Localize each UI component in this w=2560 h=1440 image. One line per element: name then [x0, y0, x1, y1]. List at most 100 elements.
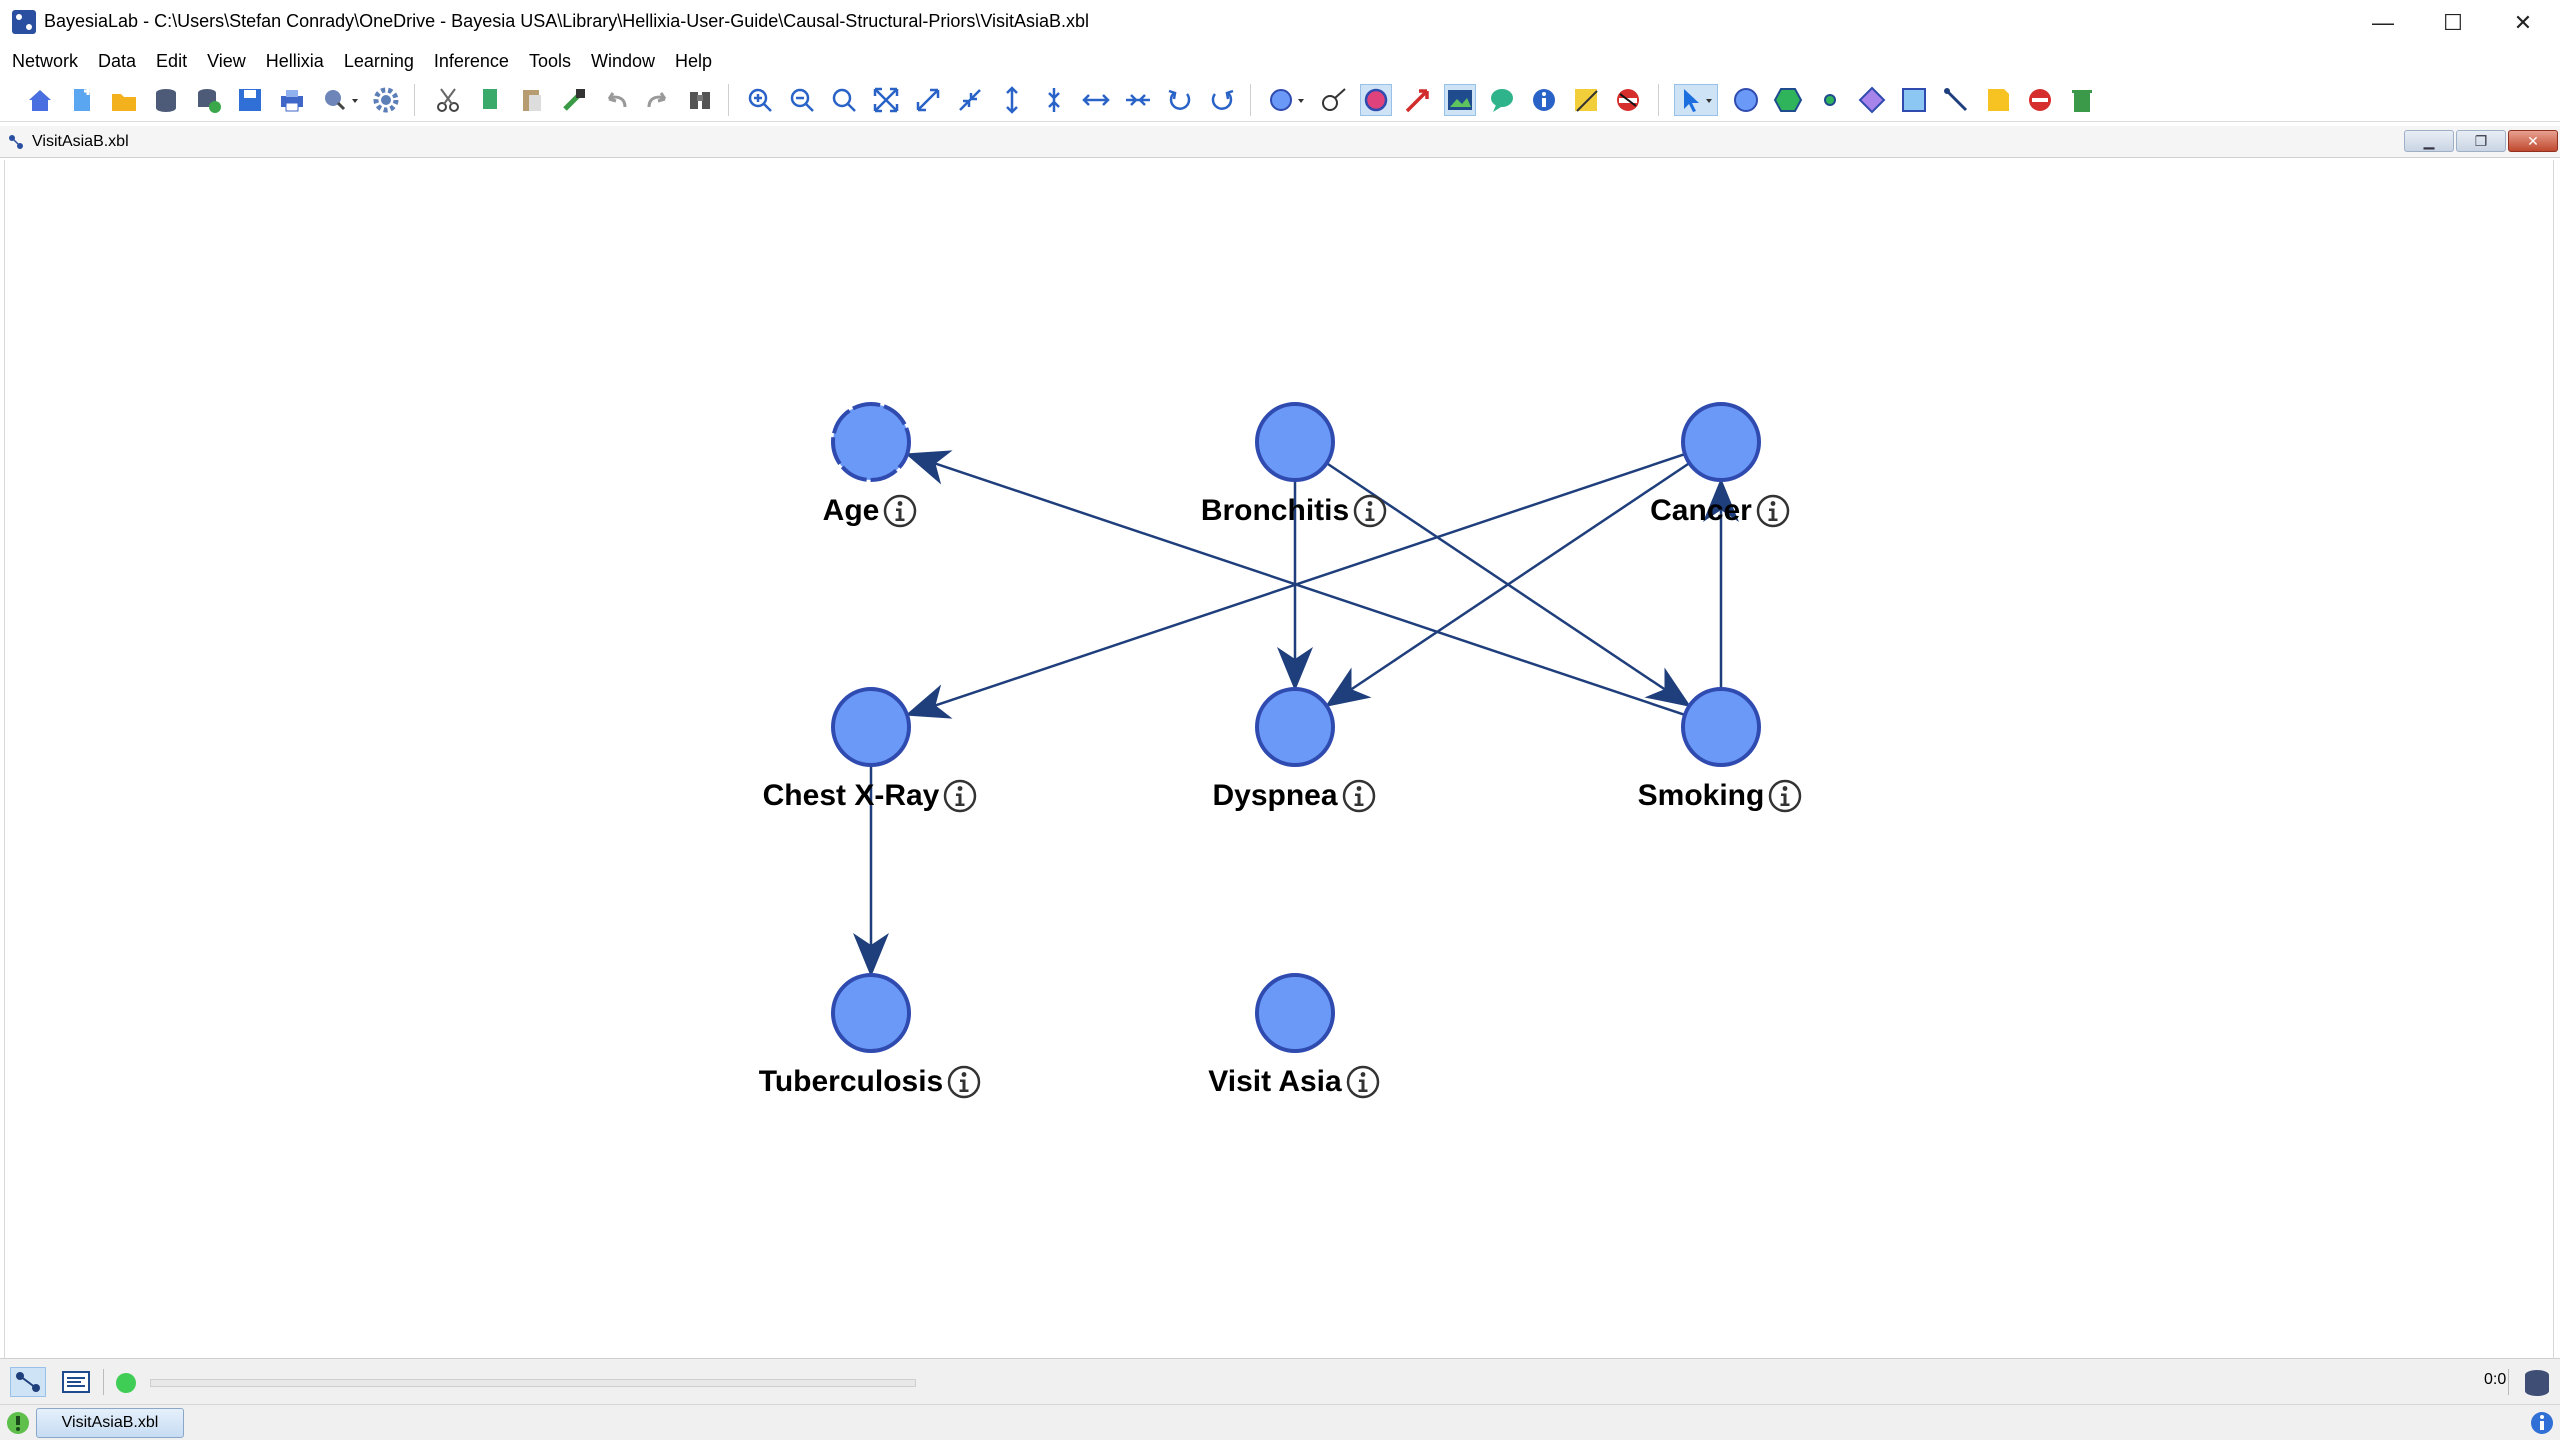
redo-icon[interactable]	[642, 84, 674, 116]
arc-cancer-to-chest-x-ray[interactable]	[905, 452, 1686, 719]
find-binoculars-icon[interactable]	[684, 84, 716, 116]
print-preview-dropdown-icon[interactable]	[318, 84, 362, 116]
home-icon[interactable]	[24, 84, 56, 116]
menu-hellixia[interactable]: Hellixia	[265, 50, 324, 71]
minimize-button[interactable]: —	[2372, 10, 2394, 35]
format-painter-icon[interactable]	[558, 84, 590, 116]
open-folder-icon[interactable]	[108, 84, 140, 116]
shrink-layout-icon[interactable]	[954, 84, 986, 116]
arc-color-icon[interactable]	[1402, 84, 1434, 116]
comment-icon[interactable]	[1486, 84, 1518, 116]
menu-tools[interactable]: Tools	[528, 50, 571, 71]
node-label-dyspnea: Dyspnea	[1212, 779, 1338, 812]
document-frame-bar: VisitAsiaB.xbl ▁ ❐ ✕	[0, 126, 2560, 158]
arc-info-icon[interactable]	[1318, 84, 1350, 116]
add-arc-icon[interactable]	[1940, 84, 1972, 116]
document-task-tab[interactable]: VisitAsiaB.xbl	[36, 1408, 184, 1438]
zoom-reset-icon[interactable]	[828, 84, 860, 116]
node-label-tuberculosis: Tuberculosis	[758, 1065, 944, 1098]
database-status-icon[interactable]	[2522, 1369, 2552, 1397]
node-style-dropdown-icon[interactable]	[1266, 84, 1310, 116]
save-icon[interactable]	[234, 84, 266, 116]
window-title: BayesiaLab - C:\Users\Stefan Conrady\One…	[44, 11, 1090, 31]
chart-image-icon[interactable]	[1444, 84, 1476, 116]
node-cancer[interactable]	[1681, 402, 1761, 482]
node-bronchitis[interactable]	[1255, 402, 1335, 482]
menu-inference[interactable]: Inference	[433, 50, 509, 71]
info-icon[interactable]	[943, 779, 977, 813]
close-button[interactable]: ✕	[2513, 10, 2533, 35]
info-status-icon[interactable]	[2530, 1411, 2554, 1435]
rotate-left-icon[interactable]	[1164, 84, 1196, 116]
shrink-vertical-icon[interactable]	[1038, 84, 1070, 116]
rotate-right-icon[interactable]	[1206, 84, 1238, 116]
node-tuberculosis[interactable]	[831, 973, 911, 1053]
info-icon[interactable]	[1346, 1065, 1380, 1099]
menu-help[interactable]: Help	[675, 50, 713, 71]
paste-icon[interactable]	[516, 84, 548, 116]
node-visit-asia[interactable]	[1255, 973, 1335, 1053]
expand-vertical-icon[interactable]	[996, 84, 1028, 116]
shrink-horizontal-icon[interactable]	[1122, 84, 1154, 116]
info-icon[interactable]	[1353, 494, 1387, 528]
database-icon[interactable]	[150, 84, 182, 116]
add-diamond-node-icon[interactable]	[1856, 84, 1888, 116]
fit-to-window-icon[interactable]	[870, 84, 902, 116]
node-label-chest-x-ray: Chest X-Ray	[762, 779, 940, 812]
network-graph	[831, 402, 1761, 1053]
maximize-button[interactable]: ☐	[2443, 10, 2463, 35]
frame-restore-button[interactable]: ❐	[2456, 130, 2506, 152]
print-icon[interactable]	[276, 84, 308, 116]
info-icon[interactable]	[1756, 494, 1790, 528]
validation-mode-icon[interactable]	[58, 1367, 94, 1397]
expand-horizontal-icon[interactable]	[1080, 84, 1112, 116]
arc-cancer-to-dyspnea[interactable]	[1324, 462, 1691, 707]
menu-edit[interactable]: Edit	[156, 50, 188, 71]
menu-bar: Network Data Edit View Hellixia Learning…	[0, 46, 2560, 76]
info-icon[interactable]	[1342, 779, 1376, 813]
frame-minimize-button[interactable]: ▁	[2404, 130, 2454, 152]
add-square-node-icon[interactable]	[1898, 84, 1930, 116]
copy-icon[interactable]	[474, 84, 506, 116]
menu-learning[interactable]: Learning	[343, 50, 414, 71]
expand-layout-icon[interactable]	[912, 84, 944, 116]
toolbar	[0, 76, 2560, 122]
info-icon[interactable]	[883, 494, 917, 528]
menu-data[interactable]: Data	[98, 50, 137, 71]
settings-gear-icon[interactable]	[370, 84, 402, 116]
trash-icon[interactable]	[2066, 84, 2098, 116]
add-small-node-icon[interactable]	[1814, 84, 1846, 116]
undo-icon[interactable]	[600, 84, 632, 116]
info-icon[interactable]	[1768, 779, 1802, 813]
selection-pointer-icon[interactable]	[1674, 84, 1718, 116]
frame-close-button[interactable]: ✕	[2508, 130, 2558, 152]
database-add-icon[interactable]	[192, 84, 224, 116]
zoom-out-icon[interactable]	[786, 84, 818, 116]
document-task-bar: VisitAsiaB.xbl	[0, 1404, 2560, 1440]
add-note-icon[interactable]	[1982, 84, 2014, 116]
hide-node-icon[interactable]	[1612, 84, 1644, 116]
graph-mode-icon[interactable]	[10, 1367, 46, 1397]
menu-window[interactable]: Window	[590, 50, 655, 71]
cut-icon[interactable]	[432, 84, 464, 116]
node-color-icon[interactable]	[1360, 84, 1392, 116]
node-smoking[interactable]	[1681, 687, 1761, 767]
delete-stop-icon[interactable]	[2024, 84, 2056, 116]
new-network-icon[interactable]	[66, 84, 98, 116]
node-age[interactable]	[831, 402, 911, 482]
add-hexagon-node-icon[interactable]	[1772, 84, 1804, 116]
add-node-circle-icon[interactable]	[1730, 84, 1762, 116]
node-label-age: Age	[822, 494, 880, 527]
status-indicator-icon	[116, 1373, 136, 1393]
node-info-icon[interactable]	[1528, 84, 1560, 116]
menu-network[interactable]: Network	[12, 50, 79, 71]
document-title: VisitAsiaB.xbl	[32, 133, 129, 150]
node-dyspnea[interactable]	[1255, 687, 1335, 767]
note-icon[interactable]	[1570, 84, 1602, 116]
modeling-mode-icon[interactable]	[6, 1411, 30, 1435]
menu-view[interactable]: View	[207, 50, 246, 71]
zoom-in-icon[interactable]	[744, 84, 776, 116]
node-chest-x-ray[interactable]	[831, 687, 911, 767]
info-icon[interactable]	[947, 1065, 981, 1099]
